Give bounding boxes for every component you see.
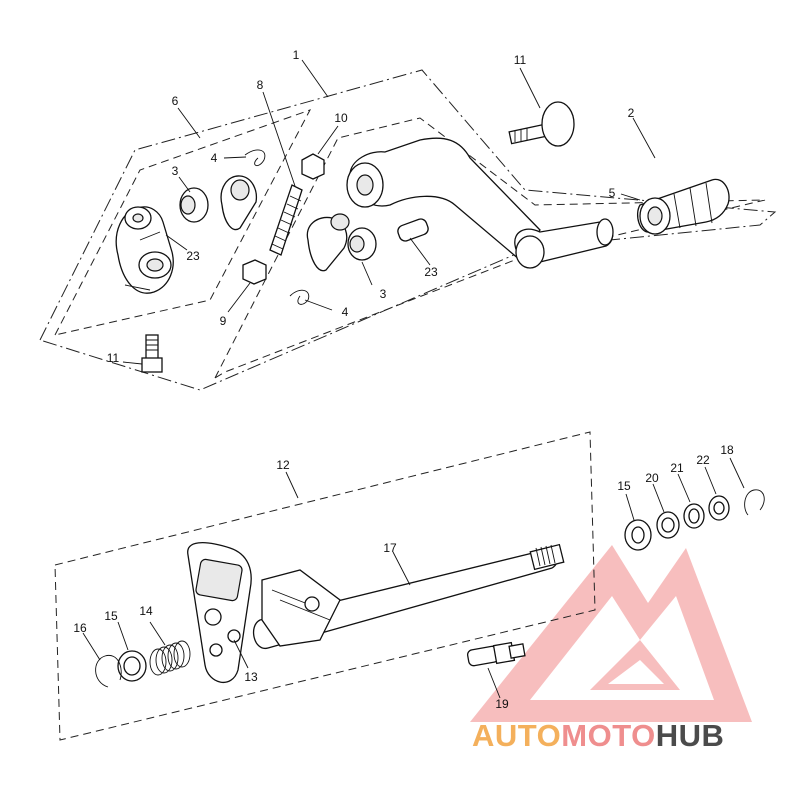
washer-part-21 — [683, 503, 705, 529]
watermark-brand-text: AUTOMOTOHUB — [472, 718, 724, 754]
nut-part-lower — [242, 259, 267, 285]
washer-part-22 — [708, 495, 730, 521]
watermark-logo-icon — [470, 545, 752, 722]
selector-shaft-part — [252, 543, 565, 649]
group-1-boundary — [39, 69, 777, 391]
rod-end-left-part — [220, 175, 258, 231]
callout-15a: 15 — [104, 609, 118, 623]
bolt-part-upper — [508, 101, 575, 147]
clip-part-top — [244, 149, 266, 167]
neutral-switch-part — [466, 641, 526, 667]
callout-14: 14 — [139, 604, 153, 618]
callout-11a: 11 — [514, 53, 527, 67]
callout-15b: 15 — [617, 479, 631, 493]
bush-part-right — [347, 227, 377, 261]
coil-spring-part — [149, 640, 191, 676]
washer-part-left — [117, 650, 147, 682]
callout-18: 18 — [720, 443, 734, 457]
washer-part-20 — [656, 511, 680, 539]
callout-23a: 23 — [186, 249, 200, 263]
callout-12: 12 — [276, 458, 290, 472]
group-12-boundary — [54, 431, 596, 741]
clip-part-lower — [289, 289, 310, 305]
callout-13: 13 — [244, 670, 258, 684]
callout-22: 22 — [696, 453, 710, 467]
callout-19: 19 — [495, 697, 509, 711]
callout-3a: 3 — [172, 164, 179, 178]
callout-16: 16 — [73, 621, 87, 635]
callout-6: 6 — [172, 94, 179, 108]
threaded-stud-part — [269, 184, 303, 256]
callout-labels: 1 2 3 3 4 4 5 6 8 9 10 11 11 12 13 14 15… — [73, 48, 734, 711]
nut-part-upper — [301, 153, 325, 180]
callout-8: 8 — [257, 78, 264, 92]
circlip-part-left — [95, 654, 122, 688]
bush-part-left — [179, 187, 209, 223]
callout-23b: 23 — [424, 265, 438, 279]
callout-9: 9 — [220, 314, 227, 328]
callout-3b: 3 — [380, 287, 387, 301]
brand-part-moto: MOTO — [561, 718, 656, 753]
brand-part-auto: AUTO — [472, 718, 562, 753]
selector-plate-part — [187, 542, 252, 684]
leader-lines — [82, 59, 745, 699]
callout-20: 20 — [645, 471, 659, 485]
pivot-pin-part — [397, 218, 429, 242]
rod-end-right-part — [306, 213, 350, 272]
group-2-boundary — [54, 109, 312, 336]
callout-4b: 4 — [342, 305, 349, 319]
callout-5: 5 — [609, 186, 616, 200]
callout-1: 1 — [293, 48, 300, 62]
callout-2: 2 — [628, 106, 635, 120]
shift-arm-part — [115, 206, 174, 294]
footpeg-rubber-part — [636, 178, 730, 235]
group-2b-boundary — [213, 117, 766, 380]
callout-17: 17 — [383, 541, 397, 555]
bolt-part-lower — [141, 334, 163, 373]
brand-part-hub: HUB — [655, 718, 725, 753]
callout-10: 10 — [334, 111, 348, 125]
callout-4a: 4 — [211, 151, 218, 165]
pawl-mechanism-part — [261, 569, 341, 647]
washer-part-right-15 — [624, 519, 652, 551]
circlip-part-right — [744, 489, 765, 516]
callout-21: 21 — [670, 461, 684, 475]
callout-11b: 11 — [107, 351, 120, 365]
gear-lever-part — [346, 137, 614, 269]
